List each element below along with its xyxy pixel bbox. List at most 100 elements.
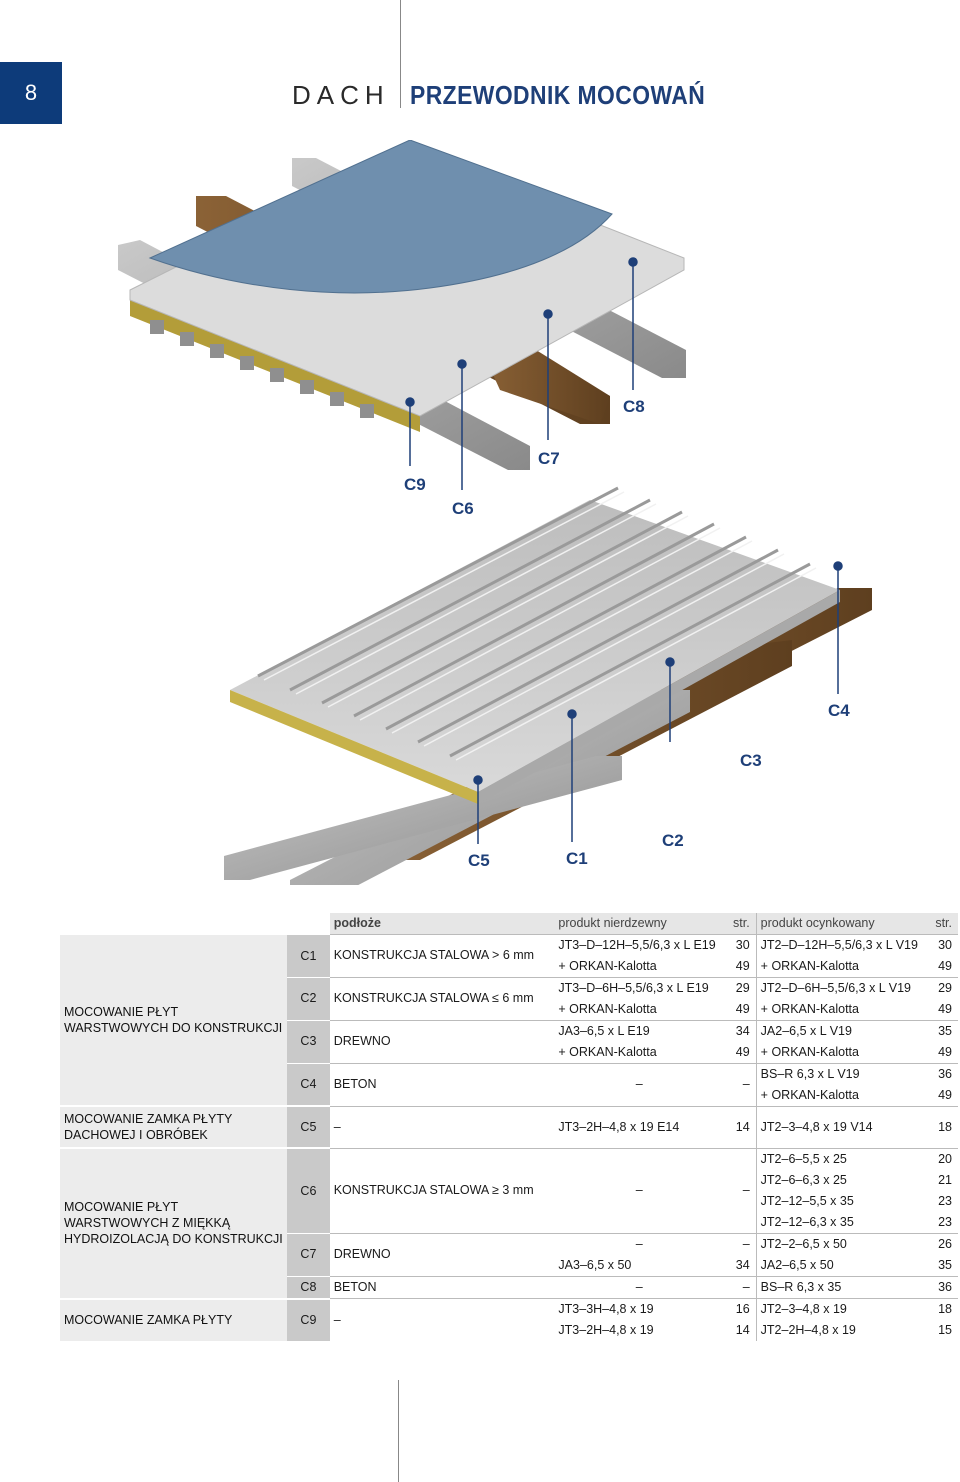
galvanized-product: + ORKAN-Kalotta (760, 1044, 859, 1059)
page-ref: 36 (926, 1062, 958, 1085)
page-ref: 30 (724, 933, 757, 956)
page-ref: 15 (938, 1323, 952, 1338)
stainless-product: JT3–D–12H–5,5/6,3 x L E19 (554, 933, 725, 956)
label-c4: C4 (828, 701, 850, 720)
row-substrate: – (329, 1105, 555, 1148)
upper-panel (129, 140, 685, 432)
galvanized-product: JT2–2H–4,8 x 19 (760, 1323, 856, 1338)
page-ref: 14 (724, 1105, 757, 1148)
stainless-product: JT3–2H–4,8 x 19 E14 (554, 1105, 725, 1148)
page-ref: 49 (724, 998, 757, 1020)
row-substrate: KONSTRUKCJA STALOWA ≥ 3 mm (329, 1147, 555, 1233)
page-ref: 34 (724, 1019, 757, 1042)
page-ref: 26 (926, 1232, 958, 1255)
galvanized-product: + ORKAN-Kalotta (760, 958, 859, 973)
stainless-product: + ORKAN-Kalotta (558, 1044, 657, 1059)
galvanized-product: JA2–6,5 x 50 (760, 1257, 834, 1272)
table-row: + ORKAN-Kalotta 49 + ORKAN-Kalotta 49 (60, 955, 958, 977)
col-substrate: podłoże (329, 913, 555, 934)
page-ref: 29 (926, 976, 958, 999)
stainless-product: – (554, 1062, 725, 1106)
table-row: JA3–6,5 x 50 34 JA2–6,5 x 50 35 (60, 1254, 958, 1276)
group-label: MOCOWANIE ZAMKA PŁYTY DACHOWEJ I OBRÓBEK (60, 1105, 288, 1148)
lower-panel (230, 486, 840, 804)
table-row: C8 BETON – – BS–R 6,3 x 35 36 (60, 1275, 958, 1299)
page-ref: 21 (938, 1172, 952, 1187)
page-ref: 49 (938, 1044, 952, 1059)
stainless-product: + ORKAN-Kalotta (558, 1001, 657, 1016)
roof-illustration: C8 C7 C9 C6 C4 C3 C5 C1 C2 (118, 140, 872, 885)
table-row: MOCOWANIE ZAMKA PŁYTY DACHOWEJ I OBRÓBEK… (60, 1105, 958, 1148)
stainless-product: JA3–6,5 x 50 (558, 1257, 632, 1272)
page-ref: – (724, 1062, 757, 1106)
galvanized-product: JT2–6–5,5 x 25 (756, 1147, 927, 1170)
row-code: C5 (287, 1105, 330, 1148)
row-code: C7 (287, 1232, 330, 1276)
group-label: MOCOWANIE ZAMKA PŁYTY (60, 1297, 288, 1341)
table-row: MOCOWANIE ZAMKA PŁYTY C9 – JT3–3H–4,8 x … (60, 1297, 958, 1341)
page-ref: 34 (724, 1254, 757, 1276)
row-code: C1 (287, 933, 330, 977)
table-row: MOCOWANIE PŁYT WARSTWOWYCH Z MIĘKKĄ HYDR… (60, 1147, 958, 1299)
stainless-product: JT3–2H–4,8 x 19 (558, 1323, 654, 1338)
galvanized-product: JT2–D–6H–5,5/6,3 x L V19 (756, 976, 927, 999)
row-code: C8 (287, 1275, 330, 1299)
page-ref: 23 (938, 1193, 952, 1208)
table-row: + ORKAN-Kalotta 49 + ORKAN-Kalotta 49 (60, 998, 958, 1020)
page-ref: 29 (724, 976, 757, 999)
label-c5: C5 (468, 851, 490, 870)
galvanized-product: BS–R 6,3 x L V19 (756, 1062, 927, 1085)
stainless-product: – (554, 1232, 725, 1255)
table-row: C4 BETON – – BS–R 6,3 x L V19 36 (60, 1062, 958, 1106)
galvanized-product: + ORKAN-Kalotta (760, 1087, 859, 1102)
row-code: C9 (287, 1297, 330, 1341)
table-row: C2 KONSTRUKCJA STALOWA ≤ 6 mm JT3–D–6H–5… (60, 976, 958, 1020)
table-row: JT2–12–5,5 x 35 23 (60, 1191, 958, 1212)
table-row: JT2–12–6,3 x 35 23 (60, 1212, 958, 1234)
row-substrate: BETON (329, 1062, 555, 1106)
page-side-rule (398, 1380, 399, 1482)
row-substrate: – (329, 1298, 555, 1341)
label-c2: C2 (662, 831, 684, 850)
galvanized-product: JT2–3–4,8 x 19 (756, 1298, 927, 1320)
section-title: DACH (292, 80, 390, 110)
page-number: 8 (0, 62, 62, 124)
row-substrate: KONSTRUKCJA STALOWA ≤ 6 mm (329, 976, 555, 1020)
table-row: + ORKAN-Kalotta 49 (60, 1085, 958, 1107)
row-substrate: KONSTRUKCJA STALOWA > 6 mm (329, 933, 555, 977)
galvanized-product: JT2–2–6,5 x 50 (756, 1232, 927, 1255)
page-ref: 18 (926, 1105, 958, 1148)
table-header: podłoże produkt nierdzewny str. produkt … (60, 913, 958, 934)
col-stainless: produkt nierdzewny (554, 913, 725, 934)
label-c1: C1 (566, 849, 588, 868)
row-substrate: DREWNO (329, 1019, 555, 1063)
page-ref: 49 (938, 1087, 952, 1102)
page-ref: 36 (926, 1275, 958, 1299)
label-c6: C6 (452, 499, 474, 518)
page-ref: 20 (926, 1147, 958, 1170)
galvanized-product: JT2–6–6,3 x 25 (760, 1172, 847, 1187)
page-ref: 35 (938, 1257, 952, 1272)
col-page2: str. (926, 913, 958, 934)
page-ref: 23 (938, 1214, 952, 1229)
page-ref: – (724, 1147, 757, 1233)
row-code: C4 (287, 1062, 330, 1106)
galvanized-product: JT2–3–4,8 x 19 V14 (756, 1105, 927, 1148)
page-ref: – (724, 1232, 757, 1255)
row-code: C2 (287, 976, 330, 1020)
page-ref: 30 (926, 933, 958, 956)
col-galvanized: produkt ocynkowany (756, 913, 927, 934)
row-substrate: BETON (329, 1275, 555, 1299)
table-row: + ORKAN-Kalotta 49 + ORKAN-Kalotta 49 (60, 1041, 958, 1063)
page-ref: 35 (926, 1019, 958, 1042)
galvanized-product: JT2–D–12H–5,5/6,3 x L V19 (756, 933, 927, 956)
table-row: MOCOWANIE PŁYT WARSTWOWYCH DO KONSTRUKCJ… (60, 933, 958, 1106)
header-divider (400, 0, 401, 108)
page-title: PRZEWODNIK MOCOWAŃ (410, 80, 706, 110)
page-ref: 16 (724, 1298, 757, 1320)
label-c8: C8 (623, 397, 645, 416)
page-ref: 18 (926, 1298, 958, 1320)
page-ref: – (724, 1275, 757, 1299)
galvanized-product: JT2–12–5,5 x 35 (760, 1193, 854, 1208)
stainless-product: JT3–3H–4,8 x 19 (554, 1298, 725, 1320)
